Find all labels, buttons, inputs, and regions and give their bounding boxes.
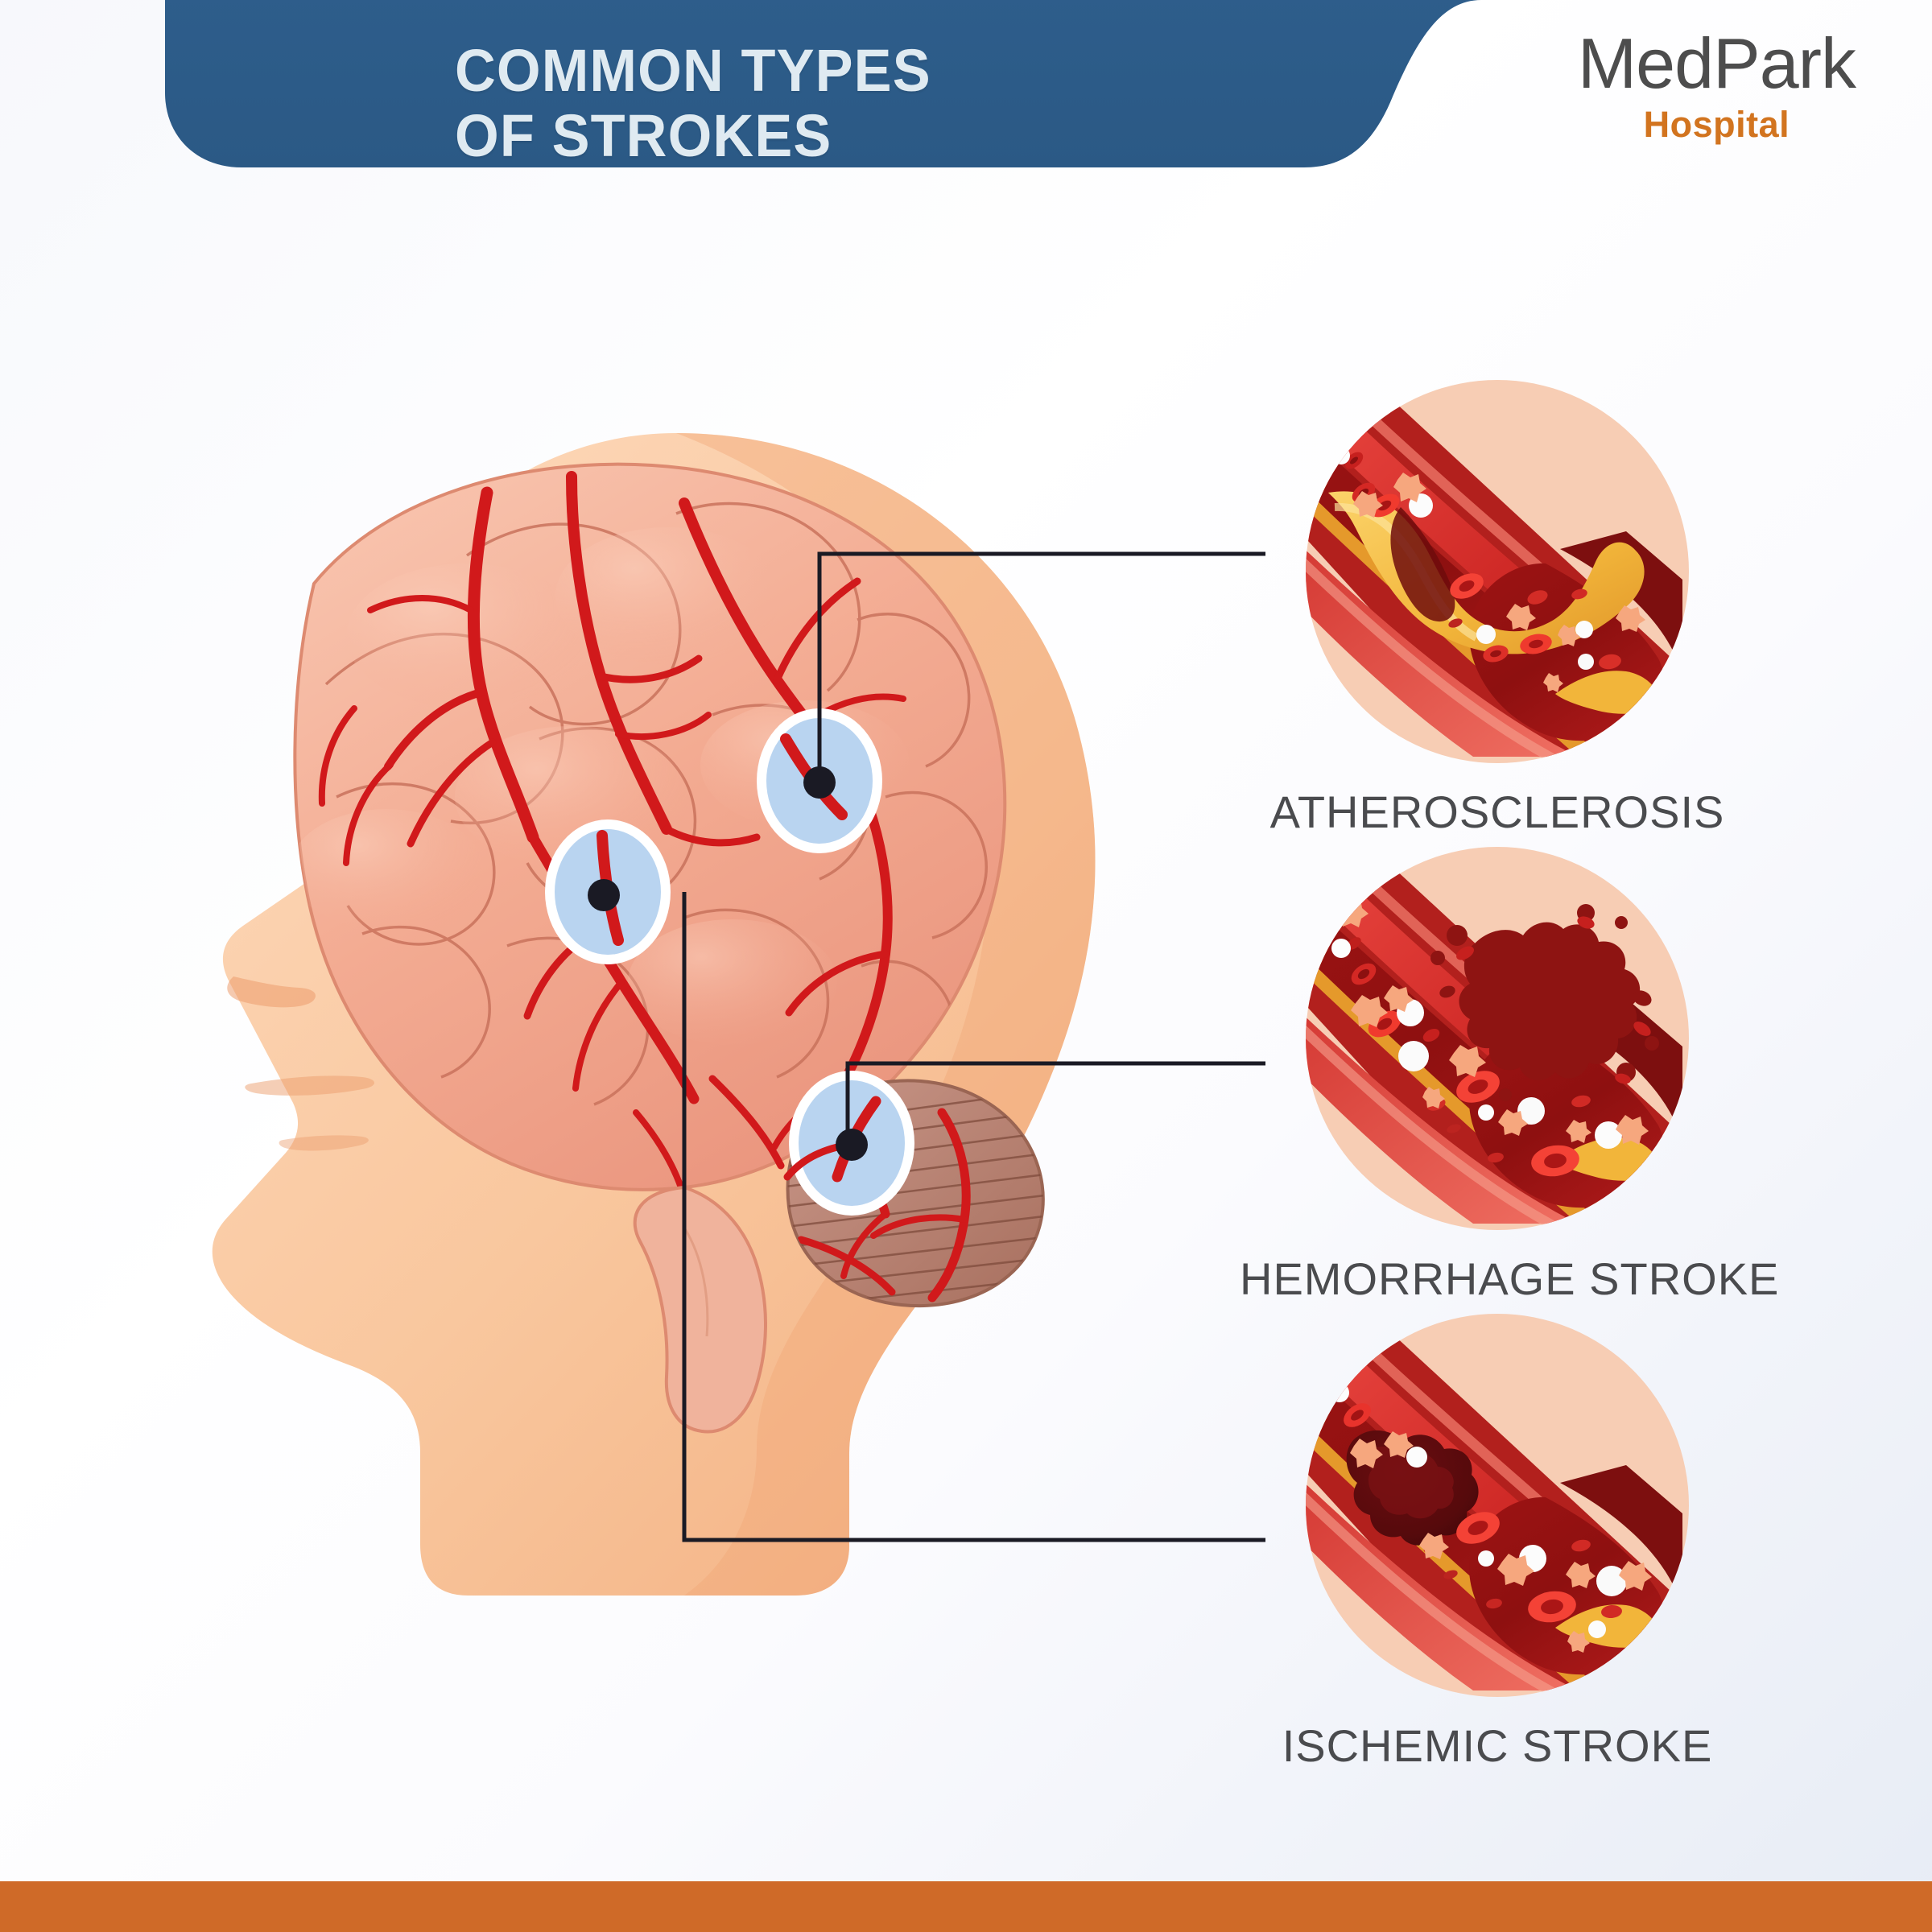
white-blood-cells — [1331, 939, 1622, 1149]
panel-label-atherosclerosis: ATHEROSCLEROSIS — [1269, 786, 1725, 837]
panel-item-ischemic[interactable]: ISCHEMIC STROKE — [1240, 1312, 1755, 1772]
header-banner — [0, 0, 1481, 209]
logo-brand-text: MedPark — [1577, 23, 1856, 103]
title-line-1: COMMON TYPES — [455, 37, 931, 104]
panel-label-ischemic: ISCHEMIC STROKE — [1282, 1720, 1713, 1771]
white-blood-cells — [1332, 447, 1594, 670]
escaping-rbcs — [1456, 916, 1651, 1084]
platelets — [1350, 1431, 1652, 1653]
marker-hemorrhage[interactable] — [545, 819, 671, 964]
title-line-2: OF STROKES — [455, 101, 832, 169]
platelets — [1353, 473, 1645, 692]
brand-logo: MedPark Hospital — [1578, 28, 1856, 146]
footer-accent-bar — [0, 1881, 1932, 1932]
artery-cross-section-ruptured-bleeding — [1304, 845, 1690, 1232]
artery-cross-section-plaque-buildup — [1304, 378, 1690, 765]
panel-item-hemorrhage[interactable]: HEMORRHAGE STROKE — [1240, 845, 1780, 1305]
artery-cross-section-blood-clot-blockage — [1304, 1312, 1690, 1699]
panel-item-atherosclerosis[interactable]: ATHEROSCLEROSIS — [1240, 378, 1755, 838]
page-title: COMMON TYPES OF STROKES — [455, 37, 931, 169]
logo-sub-text: Hospital — [1643, 104, 1790, 145]
blood-clot — [1346, 1430, 1479, 1546]
panel-label-hemorrhage: HEMORRHAGE STROKE — [1240, 1253, 1780, 1304]
human-head-brain-illustration — [121, 419, 1167, 1642]
blood-splatter — [1430, 904, 1659, 1101]
marker-atherosclerosis[interactable] — [757, 708, 882, 853]
